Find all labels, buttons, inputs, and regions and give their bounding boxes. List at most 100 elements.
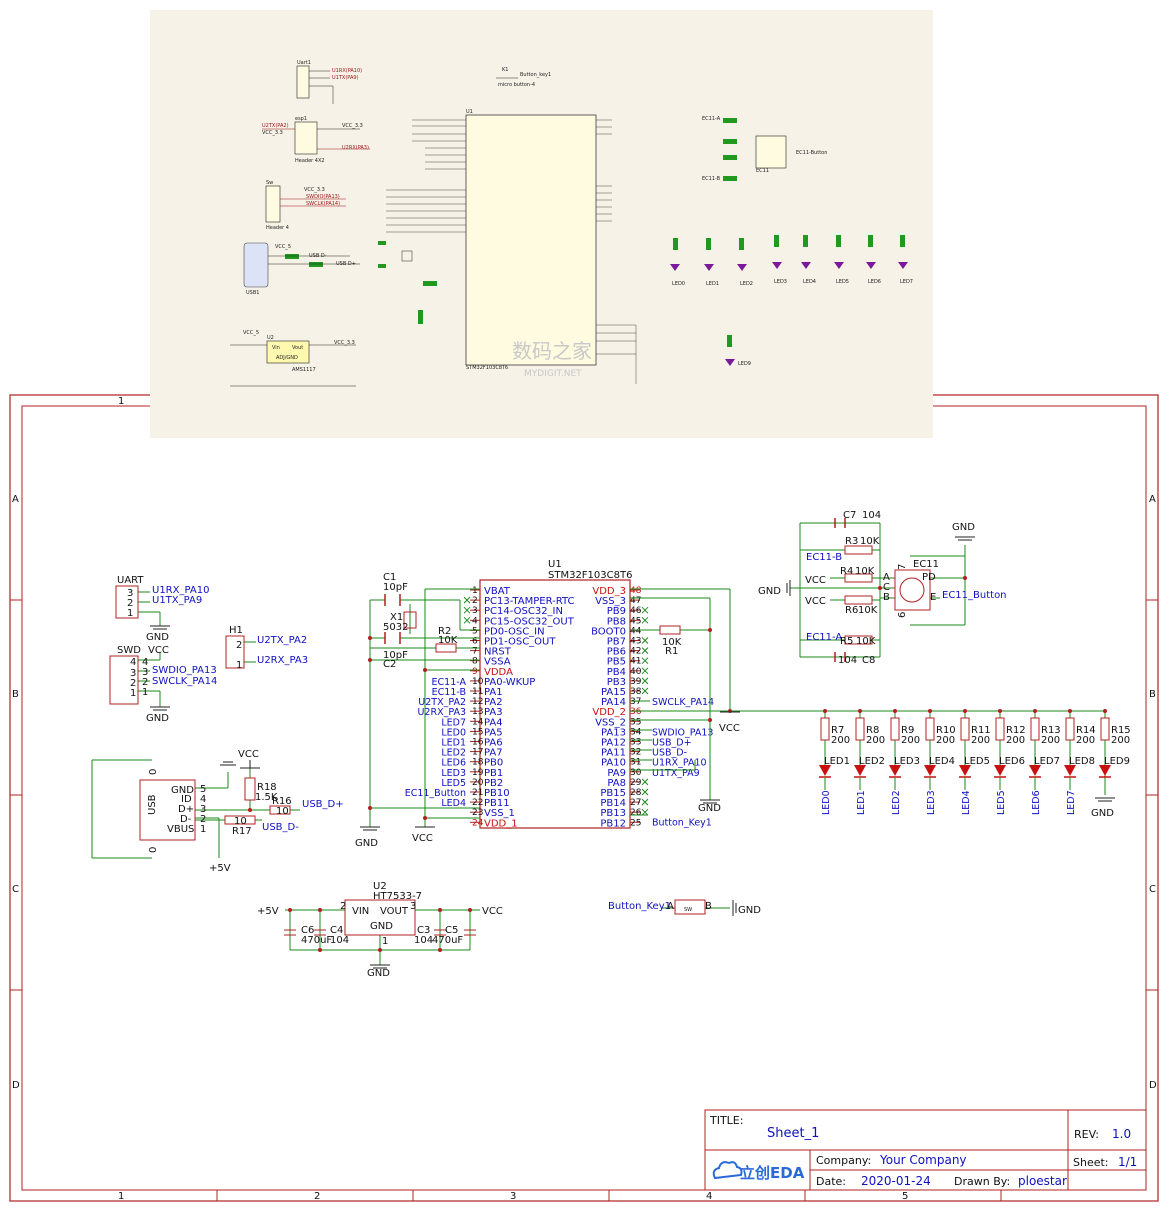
photo-watermark2: MYDIGIT.NET [524, 369, 582, 379]
ec11-gnd-left: GND [758, 586, 781, 597]
mcu-pin-name-17: PA7 [484, 748, 503, 759]
led-r-val-3: 200 [936, 735, 955, 746]
r1-value: 10K [662, 637, 682, 648]
ec11-pin7: 7 [897, 564, 908, 570]
button-pin-a: A [667, 901, 674, 912]
mcu-pin-num-32: 32 [630, 748, 641, 758]
photo-led9: LED9 [738, 361, 751, 367]
sheet-label: Sheet: [1073, 1156, 1109, 1169]
mcu-pin-name-48: VDD_3 [592, 586, 626, 597]
mcu-pin-name-25: PB12 [600, 818, 626, 829]
mcu-pin-name-27: PB14 [600, 798, 626, 809]
mcu-pin-num-19: 19 [472, 768, 484, 778]
led-diode-0 [819, 765, 831, 776]
mcu-pin-num-16: 16 [472, 738, 484, 748]
photo-u2-out: Vout [292, 345, 303, 351]
led-r-val-1: 200 [866, 735, 885, 746]
c3-value: 104 [414, 935, 433, 946]
button-net: Button_Key1 [608, 901, 671, 912]
mcu-pin-num-21: 21 [472, 788, 483, 798]
photo-u2-part: AMS1117 [292, 367, 316, 373]
reg-gnd: GND [367, 968, 390, 979]
mcu-pin-num-46: 46 [630, 606, 642, 616]
mcu-pin-num-25: 25 [630, 818, 641, 828]
reg-vcc: VCC [482, 906, 503, 917]
mcu-pin-name-33: PA12 [601, 738, 626, 749]
photo-sw-n3: SWCLK(PA14) [306, 201, 340, 207]
usb-ref: USB [147, 794, 158, 815]
mcu-pin-num-34: 34 [630, 727, 642, 737]
mcu-pin-num-47: 47 [630, 596, 641, 606]
r4-value: 10K [855, 566, 875, 577]
mcu-pin-name-5: PD0-OSC_IN [484, 626, 545, 637]
mcu-pin-name-19: PB1 [484, 768, 503, 779]
r16-value: 10 [276, 806, 289, 817]
mcu-net-15: LED0 [441, 727, 466, 738]
reg-5v: +5V [257, 906, 279, 917]
led-diode-3 [924, 765, 936, 776]
labels-regulator: U2 HT7533-7 VIN VOUT GND 2 3 1 +5V VCC G… [257, 881, 503, 979]
led-net-7: LED7 [1066, 790, 1077, 815]
led-r-ref-6: R13 [1041, 725, 1061, 736]
usb-pin-gnd: GND [171, 785, 194, 796]
led-net-6: LED6 [1031, 790, 1042, 815]
u2-vout: VOUT [380, 906, 409, 917]
mcu-pin-name-1: VBAT [484, 586, 511, 597]
usb-p4: 4 [200, 794, 206, 805]
mcu-pin-name-2: PC13-TAMPER-RTC [484, 596, 574, 607]
led-resistor-2 [890, 717, 900, 741]
mcu-pin-num-28: 28 [630, 788, 642, 798]
photo-led1: LED1 [706, 281, 719, 287]
logo-text: 立创EDA [740, 1164, 805, 1182]
led-resistor-8 [1100, 717, 1110, 741]
mcu-pin-num-45: 45 [630, 616, 641, 626]
photo-sw-n2: SWDIO(PA13) [306, 194, 340, 200]
r6-value: 10K [858, 605, 878, 616]
mcu-pin-num-44: 44 [630, 626, 642, 636]
led-r-ref-7: R14 [1076, 725, 1096, 736]
mcu-pin-num-5: 5 [472, 626, 478, 636]
mcu-pin-name-11: PA1 [484, 687, 503, 698]
h1-ref: H1 [229, 625, 243, 636]
x1-value: 5032 [383, 622, 408, 633]
mcu-net-22: LED4 [441, 798, 466, 809]
photo-led2: LED2 [740, 281, 753, 287]
mcu-ref: U1 [548, 559, 562, 570]
mcu-net-10: EC11-A [432, 677, 467, 688]
usb-pin-vbus: VBUS [167, 824, 194, 835]
mcu-pin-num-4: 4 [472, 616, 478, 626]
ec11-pin6: 6 [897, 612, 908, 618]
mcu-pin-num-36: 36 [630, 707, 642, 717]
mcu-pin-num-12: 12 [472, 697, 483, 707]
ec11-pin-a: A [883, 572, 890, 583]
row-b-r: B [1149, 689, 1156, 700]
led-diode-1 [854, 765, 866, 776]
x1-ref: X1 [390, 612, 403, 623]
c7-ref: C7 [843, 510, 856, 521]
mcu-pin-num-23: 23 [472, 808, 483, 818]
led-r-val-0: 200 [831, 735, 850, 746]
led-r-val-2: 200 [901, 735, 920, 746]
mcu-net-14: LED7 [441, 717, 466, 728]
mcu-pin-name-47: VSS_3 [595, 596, 626, 607]
photo-sw-n1: VCC_3.3 [304, 187, 325, 193]
row-d: D [12, 1080, 20, 1091]
reference-schematic-photo: Uart1 U1RX(PA10) U1TX(PA9) esp1 Header 4… [150, 10, 933, 438]
mcu-pin-name-45: PB8 [607, 616, 626, 627]
led-ref-5: LED6 [999, 756, 1025, 767]
c7-value: 104 [862, 510, 881, 521]
company-label: Company: [816, 1154, 871, 1167]
photo-led5: LED5 [836, 279, 849, 285]
swd-net-dio: SWDIO_PA13 [152, 665, 217, 676]
col-1: 1 [118, 396, 124, 407]
photo-led6: LED6 [868, 279, 881, 285]
mcu-pin-name-18: PB0 [484, 758, 503, 769]
col-4: 4 [706, 1191, 712, 1202]
mcu-pin-num-14: 14 [472, 717, 484, 727]
led-ref-4: LED5 [964, 756, 990, 767]
led-ref-1: LED2 [859, 756, 885, 767]
c6-ref: C6 [301, 925, 314, 936]
usb-p5: 5 [200, 784, 206, 795]
mcu-pin-num-15: 15 [472, 727, 483, 737]
